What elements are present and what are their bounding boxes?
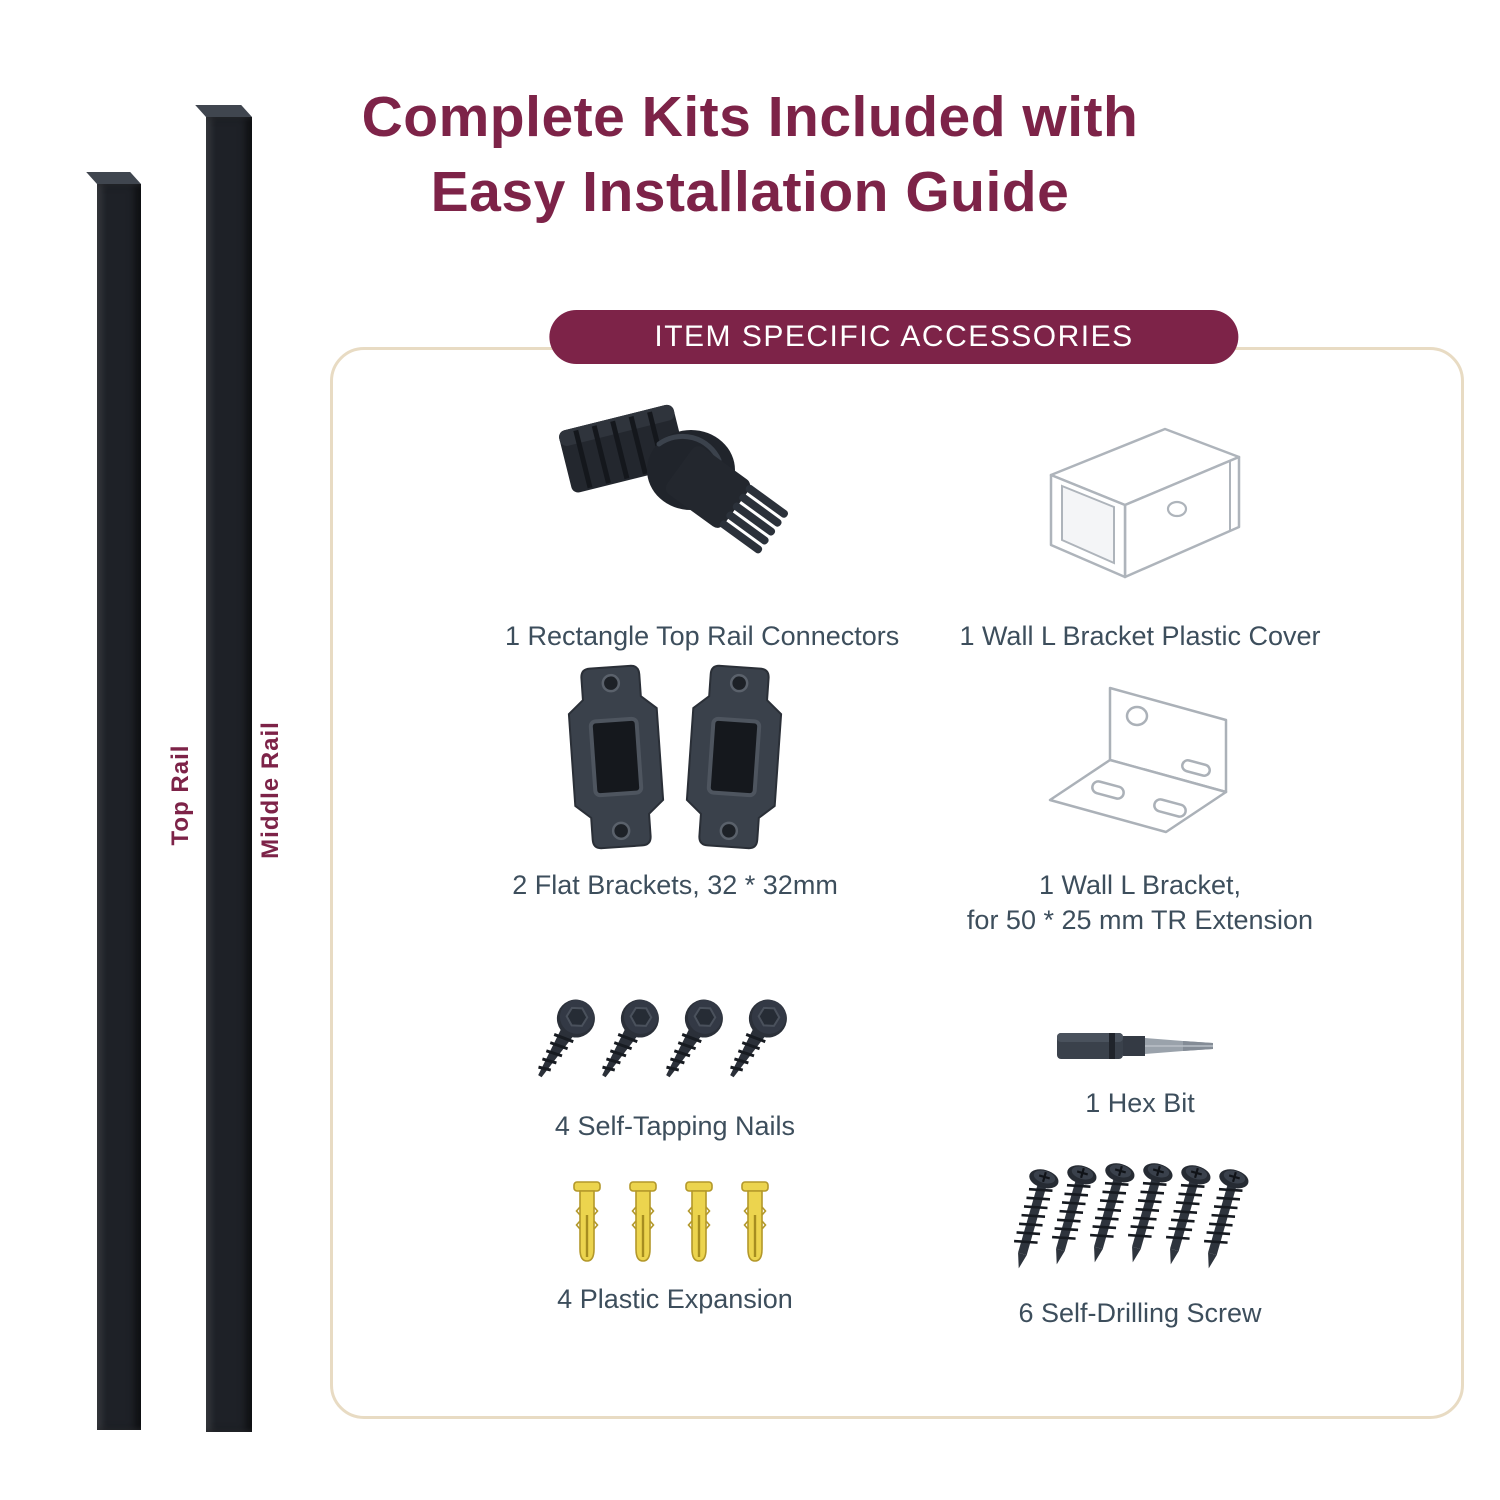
accessory-item-wall-l-bracket: 1 Wall L Bracket, for 50 * 25 mm TR Exte… — [950, 668, 1330, 938]
wall-l-bracket-caption-line2: for 50 * 25 mm TR Extension — [966, 905, 1314, 936]
accessory-item-hex-bit: 1 Hex Bit — [960, 1012, 1320, 1121]
accessory-caption-plastic-expansion: 4 Plastic Expansion — [557, 1284, 793, 1314]
middle-rail-image — [206, 117, 252, 1432]
title-line-2: Easy Installation Guide — [430, 160, 1070, 225]
accessory-item-self-drilling-screws: 6 Self-Drilling Screw — [960, 1158, 1320, 1331]
accessory-caption-hex-bit: 1 Hex Bit — [1085, 1088, 1195, 1118]
flat-brackets-art — [505, 652, 845, 862]
middle-rail-label: Middle Rail — [257, 721, 284, 859]
top-rail-connector-icon — [559, 404, 789, 553]
page-title: Complete Kits Included with Easy Install… — [0, 80, 1500, 230]
wall-l-bracket-cover-art — [955, 392, 1325, 613]
flat-brackets-icon — [567, 664, 665, 850]
wall-l-bracket-caption-line1: 1 Wall L Bracket, — [1038, 870, 1242, 900]
accessory-item-self-tapping-nails: 4 Self-Tapping Nails — [505, 985, 845, 1144]
accessory-caption-flat-brackets: 2 Flat Brackets, 32 * 32mm — [512, 870, 838, 900]
accessory-caption-wall-l-bracket: 1 Wall L Bracket, for 50 * 25 mm TR Exte… — [950, 868, 1330, 938]
accessory-caption-self-drilling-screws: 6 Self-Drilling Screw — [1018, 1298, 1262, 1328]
self-tapping-nails-art — [505, 985, 845, 1103]
flat-brackets-icon — [685, 664, 783, 850]
wall-l-bracket-art — [950, 668, 1330, 862]
accessory-caption-wall-l-bracket-cover: 1 Wall L Bracket Plastic Cover — [959, 621, 1321, 651]
accessory-item-plastic-expansion: 4 Plastic Expansion — [515, 1178, 835, 1317]
top-rail-image — [97, 184, 141, 1430]
hex-bit-icon — [1057, 1033, 1213, 1059]
title-line-1: Complete Kits Included with — [361, 85, 1139, 149]
hex-bit-art — [960, 1012, 1320, 1080]
wall-l-bracket-cover-icon — [1049, 427, 1241, 578]
accessory-item-wall-l-bracket-cover: 1 Wall L Bracket Plastic Cover — [955, 392, 1325, 654]
top-rail-label: Top Rail — [167, 744, 194, 846]
accessory-item-top-rail-connector: 1 Rectangle Top Rail Connectors — [505, 378, 900, 654]
accessory-caption-self-tapping-nails: 4 Self-Tapping Nails — [554, 1111, 796, 1141]
accessories-header-text: ITEM SPECIFIC ACCESSORIES — [654, 320, 1134, 353]
accessories-header-pill: ITEM SPECIFIC ACCESSORIES — [549, 310, 1239, 364]
self-tapping-nails-icon — [530, 990, 796, 1088]
self-drilling-screws-art — [960, 1158, 1320, 1290]
accessories-panel — [330, 347, 1464, 1419]
top-rail-connector-art — [505, 378, 845, 613]
plastic-expansion-icon — [572, 1181, 770, 1263]
accessory-item-flat-brackets: 2 Flat Brackets, 32 * 32mm — [505, 652, 845, 903]
self-drilling-screws-icon — [1005, 1159, 1253, 1274]
plastic-expansion-art — [515, 1178, 835, 1276]
accessory-caption-top-rail-connector: 1 Rectangle Top Rail Connectors — [505, 621, 900, 651]
wall-l-bracket-icon — [1048, 686, 1228, 834]
